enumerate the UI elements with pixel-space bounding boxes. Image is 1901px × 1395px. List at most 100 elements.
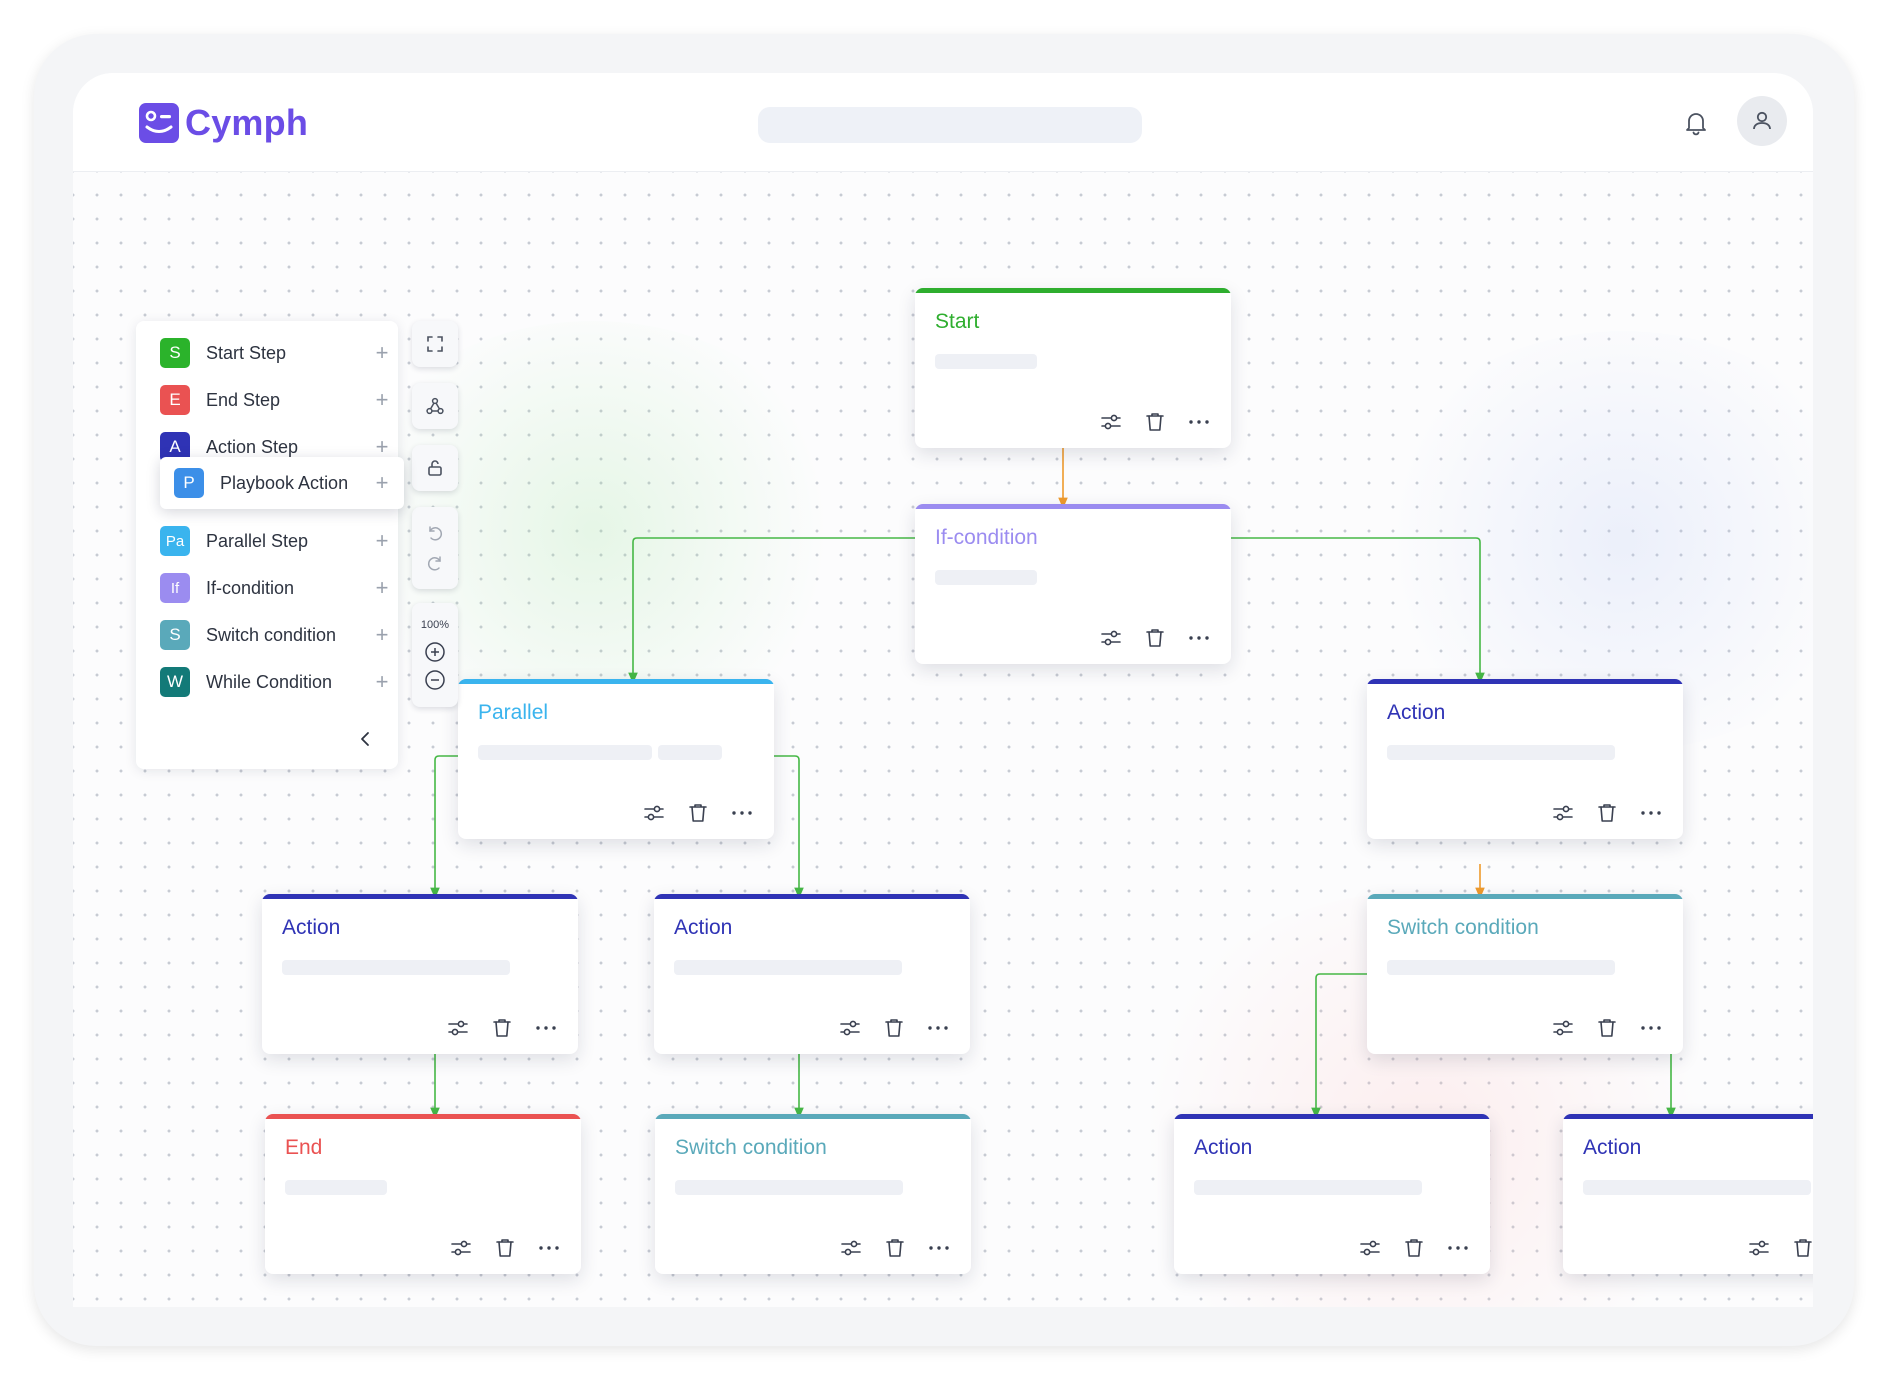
plus-icon[interactable]: + xyxy=(375,434,389,459)
node-title: Start xyxy=(935,310,980,333)
plus-icon[interactable]: + xyxy=(375,470,389,495)
top-bar: Cymph xyxy=(73,73,1813,172)
node-actions xyxy=(446,1016,558,1040)
more-options-icon[interactable] xyxy=(1446,1236,1470,1260)
more-options-icon[interactable] xyxy=(534,1016,558,1040)
palette-item-if-condition[interactable]: If If-condition + xyxy=(160,572,390,604)
palette-item-start-step[interactable]: S Start Step + xyxy=(160,337,390,369)
node-description-placeholder xyxy=(1583,1180,1811,1195)
connector-parallel-left xyxy=(430,755,458,899)
auto-layout-button[interactable] xyxy=(412,383,458,429)
badge: Pa xyxy=(160,526,190,556)
node-title: End xyxy=(285,1136,323,1159)
chevron-left-icon[interactable] xyxy=(356,729,376,749)
bell-icon[interactable] xyxy=(1682,109,1710,137)
zoom-in-icon[interactable] xyxy=(424,641,446,663)
more-options-icon[interactable] xyxy=(537,1236,561,1260)
trash-icon[interactable] xyxy=(883,1236,907,1260)
palette-item-switch-condition[interactable]: S Switch condition + xyxy=(160,619,390,651)
node-switch-condition[interactable]: Switch condition xyxy=(1367,894,1683,1054)
node-action[interactable]: Action xyxy=(654,894,970,1054)
node-actions xyxy=(1551,1016,1663,1040)
more-options-icon[interactable] xyxy=(1187,410,1211,434)
more-options-icon[interactable] xyxy=(926,1016,950,1040)
user-icon xyxy=(1753,111,1771,130)
settings-sliders-icon[interactable] xyxy=(449,1236,473,1260)
plus-icon[interactable]: + xyxy=(375,387,389,412)
zoom-out-icon[interactable] xyxy=(424,669,446,691)
node-action[interactable]: Action xyxy=(1367,679,1683,839)
node-description-placeholder xyxy=(658,745,722,760)
trash-icon[interactable] xyxy=(1595,801,1619,825)
settings-sliders-icon[interactable] xyxy=(1551,801,1575,825)
palette-item-end-step[interactable]: E End Step + xyxy=(160,384,390,416)
trash-icon[interactable] xyxy=(1143,410,1167,434)
settings-sliders-icon[interactable] xyxy=(1358,1236,1382,1260)
plus-icon[interactable]: + xyxy=(375,528,389,553)
plus-icon[interactable]: + xyxy=(375,669,389,694)
node-title: Action xyxy=(282,916,341,939)
settings-sliders-icon[interactable] xyxy=(642,801,666,825)
settings-sliders-icon[interactable] xyxy=(1551,1016,1575,1040)
app-logo[interactable]: Cymph xyxy=(139,102,308,144)
palette-item-label: Action Step xyxy=(206,436,299,457)
settings-sliders-icon[interactable] xyxy=(838,1016,862,1040)
node-action[interactable]: Action xyxy=(1563,1114,1813,1274)
node-parallel[interactable]: Parallel xyxy=(458,679,774,839)
plus-icon[interactable]: + xyxy=(375,340,389,365)
trash-icon[interactable] xyxy=(882,1016,906,1040)
trash-icon[interactable] xyxy=(1402,1236,1426,1260)
node-description-placeholder xyxy=(675,1180,903,1195)
node-end[interactable]: End xyxy=(265,1114,581,1274)
node-title: Action xyxy=(1387,701,1446,724)
settings-sliders-icon[interactable] xyxy=(1747,1236,1771,1260)
node-actions xyxy=(1551,801,1663,825)
trash-icon[interactable] xyxy=(490,1016,514,1040)
fit-view-button[interactable] xyxy=(412,321,458,367)
more-options-icon[interactable] xyxy=(1639,1016,1663,1040)
avatar[interactable] xyxy=(1737,96,1787,146)
trash-icon[interactable] xyxy=(1595,1016,1619,1040)
more-options-icon[interactable] xyxy=(1187,626,1211,650)
node-if-condition[interactable]: If-condition xyxy=(915,504,1231,664)
node-action[interactable]: Action xyxy=(262,894,578,1054)
more-options-icon[interactable] xyxy=(1639,801,1663,825)
more-options-icon[interactable] xyxy=(927,1236,951,1260)
palette-item-while-condition[interactable]: W While Condition + xyxy=(160,666,390,698)
palette-item-label: Switch condition xyxy=(206,624,337,645)
node-actions xyxy=(839,1236,951,1260)
palette-item-label: Playbook Action xyxy=(220,472,349,493)
trash-icon[interactable] xyxy=(1143,626,1167,650)
badge: S xyxy=(160,338,190,368)
node-title: If-condition xyxy=(935,526,1038,549)
node-color-bar xyxy=(915,504,1231,509)
settings-sliders-icon[interactable] xyxy=(446,1016,470,1040)
workflow-canvas[interactable]: S Start Step + E End Step + A Action Ste… xyxy=(73,171,1813,1307)
lock-button[interactable] xyxy=(412,445,458,491)
trash-icon[interactable] xyxy=(1791,1236,1813,1260)
trash-icon[interactable] xyxy=(493,1236,517,1260)
palette-item-label: End Step xyxy=(206,389,281,410)
badge: W xyxy=(160,667,190,697)
settings-sliders-icon[interactable] xyxy=(839,1236,863,1260)
plus-icon[interactable]: + xyxy=(375,575,389,600)
app-name: Cymph xyxy=(185,102,309,143)
settings-sliders-icon[interactable] xyxy=(1099,626,1123,650)
zoom-controls: 100% xyxy=(412,603,458,707)
node-color-bar xyxy=(1174,1114,1490,1119)
redo-icon[interactable] xyxy=(425,553,445,573)
search-input[interactable] xyxy=(758,107,1142,143)
node-action[interactable]: Action xyxy=(1174,1114,1490,1274)
more-options-icon[interactable] xyxy=(730,801,754,825)
plus-icon[interactable]: + xyxy=(375,622,389,647)
settings-sliders-icon[interactable] xyxy=(1099,410,1123,434)
node-title: Action xyxy=(1583,1136,1642,1159)
palette-item-playbook-action[interactable]: P Playbook Action + xyxy=(160,457,404,509)
node-color-bar xyxy=(654,894,970,899)
undo-icon[interactable] xyxy=(425,523,445,543)
palette-item-parallel-step[interactable]: Pa Parallel Step + xyxy=(160,525,390,557)
node-switch-condition[interactable]: Switch condition xyxy=(655,1114,971,1274)
node-start[interactable]: Start xyxy=(915,288,1231,448)
node-color-bar xyxy=(458,679,774,684)
trash-icon[interactable] xyxy=(686,801,710,825)
